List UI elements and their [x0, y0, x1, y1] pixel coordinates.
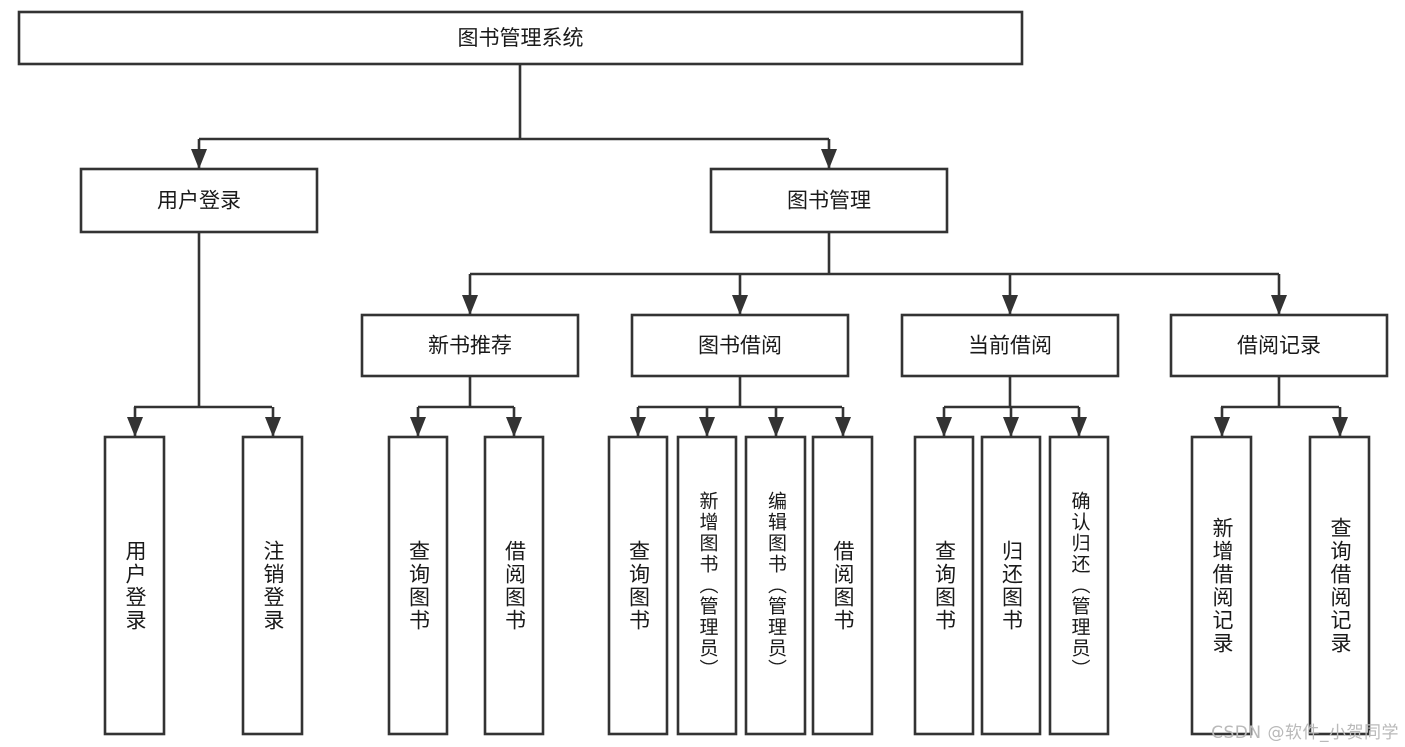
node-box-current-borrow[interactable] — [900, 313, 1120, 378]
node-box-leaf-return-book[interactable] — [980, 435, 1042, 736]
node-label-root: 图书管理系统 — [458, 26, 584, 50]
node-box-leaf-add-record[interactable] — [1190, 435, 1253, 736]
watermark-text: CSDN @软件_小贺同学 — [1211, 723, 1399, 743]
node-box-leaf-borrow-book-2[interactable] — [811, 435, 874, 736]
arrow-head-icon-leaf-query-book-2 — [630, 417, 646, 437]
node-box-leaf-user-login[interactable] — [103, 435, 166, 736]
connectors-layer — [127, 64, 1348, 437]
arrow-head-icon-leaf-user-login — [127, 417, 143, 437]
node-label-user-login: 用户登录 — [157, 189, 241, 213]
node-box-book-manage[interactable] — [709, 167, 949, 234]
node-label-new-book-rec: 新书推荐 — [428, 334, 512, 358]
arrow-head-icon-leaf-return-book — [1003, 417, 1019, 437]
node-label-book-borrow: 图书借阅 — [698, 334, 782, 358]
arrow-head-icon-book-manage — [821, 149, 837, 169]
node-label-borrow-record: 借阅记录 — [1237, 334, 1321, 358]
arrow-head-icon-leaf-add-book — [699, 417, 715, 437]
node-box-leaf-edit-book[interactable] — [744, 435, 807, 736]
arrow-head-icon-leaf-edit-book — [768, 417, 784, 437]
node-box-leaf-confirm-return[interactable] — [1048, 435, 1110, 736]
node-box-new-book-rec[interactable] — [360, 313, 580, 378]
arrow-head-icon-leaf-borrow-book-2 — [835, 417, 851, 437]
arrow-head-icon-leaf-query-record — [1332, 417, 1348, 437]
arrow-head-icon-current-borrow — [1002, 295, 1018, 315]
arrow-head-icon-leaf-user-logout — [265, 417, 281, 437]
node-box-leaf-query-book-1[interactable] — [387, 435, 449, 736]
node-box-leaf-query-book-3[interactable] — [913, 435, 975, 736]
node-box-user-login[interactable] — [79, 167, 319, 234]
arrow-head-icon-new-book-rec — [462, 295, 478, 315]
arrow-head-icon-leaf-query-book-1 — [410, 417, 426, 437]
node-box-leaf-user-logout[interactable] — [241, 435, 304, 736]
arrow-head-icon-borrow-record — [1271, 295, 1287, 315]
node-label-current-borrow: 当前借阅 — [968, 334, 1052, 358]
node-box-root[interactable] — [17, 10, 1024, 66]
arrow-head-icon-leaf-borrow-book-1 — [506, 417, 522, 437]
arrow-head-icon-leaf-query-book-3 — [936, 417, 952, 437]
node-box-leaf-add-book[interactable] — [676, 435, 738, 736]
arrow-head-icon-book-borrow — [732, 295, 748, 315]
node-box-leaf-query-book-2[interactable] — [607, 435, 669, 736]
node-box-leaf-borrow-book-1[interactable] — [483, 435, 545, 736]
arrow-head-icon-leaf-add-record — [1214, 417, 1230, 437]
node-box-book-borrow[interactable] — [630, 313, 850, 378]
node-box-borrow-record[interactable] — [1169, 313, 1389, 378]
node-box-leaf-query-record[interactable] — [1308, 435, 1371, 736]
arrow-head-icon-user-login — [191, 149, 207, 169]
arrow-head-icon-leaf-confirm-return — [1071, 417, 1087, 437]
node-label-book-manage: 图书管理 — [787, 189, 871, 213]
